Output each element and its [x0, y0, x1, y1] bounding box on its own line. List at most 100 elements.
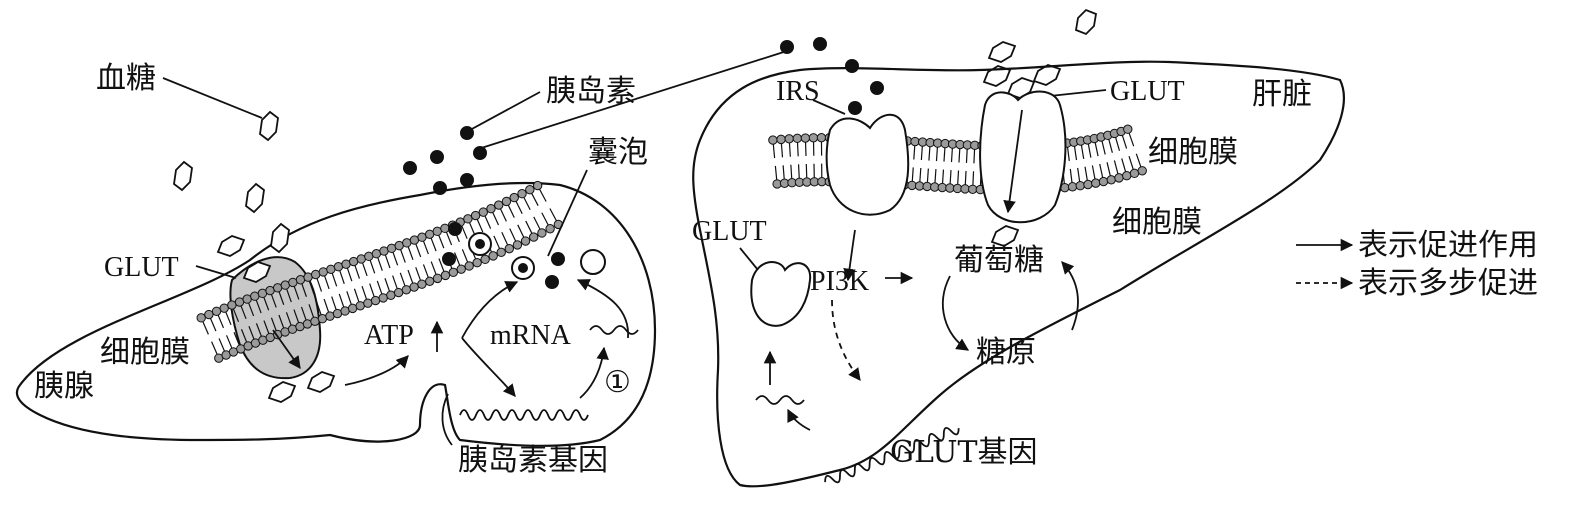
glucose-transport-arrow [1003, 109, 1023, 214]
label-liver: 肝脏 [1252, 77, 1312, 112]
glut-protein-liver-membrane [979, 90, 1067, 224]
pancreas-lipid-head [501, 196, 512, 207]
pancreas-lipid-head [363, 298, 373, 308]
pancreas-lipid-head [409, 282, 419, 292]
pancreas-lipid-head [509, 192, 519, 203]
liver-lipid-head [1122, 171, 1132, 181]
pancreas-lipid-head [486, 203, 496, 214]
pancreas-lipid-head [529, 232, 539, 242]
pancreas-lipid-head [463, 214, 473, 224]
mrna-strand-pancreas [589, 325, 639, 335]
leader-lines [162, 49, 1107, 279]
pancreas-lipid-head [470, 210, 481, 221]
glucose-molecules [173, 8, 1098, 403]
label-glut-liver-top: GLUT [1110, 76, 1185, 107]
pancreas-lipid-head [448, 267, 459, 278]
pancreas-lipid-head [480, 254, 490, 265]
pancreas-lipid-head [517, 189, 527, 199]
pancreas-lipid-head [520, 236, 531, 246]
pancreas-lipid-head [532, 180, 543, 191]
liver-lipid-head [1129, 168, 1140, 179]
legend-solid-label: 表示促进作用 [1358, 228, 1538, 263]
insulin-dots [403, 37, 884, 289]
label-insulin: 胰岛素 [546, 74, 636, 109]
label-pi3k: PI3K [810, 266, 869, 297]
label-glut-pancreas: GLUT [104, 252, 179, 283]
pancreas-lipid-head [196, 313, 206, 323]
pancreas-lipid-head [425, 276, 435, 287]
pancreas-lipid-head [472, 257, 482, 268]
pancreas-lipid-head [488, 251, 498, 261]
pancreas-lipid-head [512, 240, 523, 250]
label-membrane-liver-2: 细胞膜 [1112, 205, 1202, 240]
label-glut-liver-inner: GLUT [692, 216, 767, 247]
liver-lipid-head [1114, 173, 1124, 183]
liver-lipid-head [776, 134, 786, 145]
pancreas-lipid-head [525, 185, 535, 195]
pancreas-lipid-head [234, 297, 245, 307]
pancreas-lipid-head [393, 287, 404, 298]
label-step-one: ① [604, 365, 631, 400]
label-atp: ATP [364, 320, 414, 351]
pancreas-cell-outline [15, 181, 657, 447]
liver-lipid-head [808, 133, 819, 143]
liver-lipid-head [1137, 166, 1147, 176]
pi3k-dashed-arrow [831, 299, 861, 382]
pancreas-lipid-head [219, 303, 229, 313]
liver-lipid-head [1075, 181, 1085, 191]
pancreas-arrows [272, 279, 629, 399]
label-glycogen: 糖原 [976, 335, 1036, 370]
pancreas-lipid-head [204, 309, 214, 320]
liver-phospholipids [768, 124, 1147, 195]
glut-gene-strand [824, 427, 960, 484]
liver-lipid-head [816, 132, 827, 143]
pancreas-lipid-head [378, 293, 388, 303]
pancreas-lipid-head [456, 264, 466, 274]
glut-vesicle-leader [739, 247, 759, 271]
label-glucose: 葡萄糖 [954, 243, 1044, 278]
liver-cell-outline [692, 60, 1345, 488]
glut-protein-pancreas [229, 256, 322, 380]
insulin-gene-leader [441, 393, 453, 446]
pancreas-lipid-head [370, 295, 381, 306]
vesicle-2-core [518, 263, 528, 273]
pancreas-lipid-head [478, 207, 488, 217]
label-irs: IRS [776, 76, 820, 107]
pancreas-lipid-head [401, 285, 412, 295]
mrna-strand-liver [755, 395, 805, 405]
pancreas-lipid-head [537, 228, 547, 238]
label-blood-sugar: 血糖 [96, 61, 156, 96]
pancreas-lipid-head [211, 306, 222, 316]
label-membrane-pancreas: 细胞膜 [100, 335, 190, 370]
liver-lipid-head [768, 135, 778, 145]
vesicle-empty [580, 249, 606, 275]
pancreas-lipid-head [227, 300, 237, 310]
liver-lipid-head [784, 134, 794, 144]
label-insulin-gene: 胰岛素基因 [458, 443, 608, 478]
liver-lipid-head [1067, 182, 1078, 192]
pancreas-lipid-head [432, 273, 443, 284]
pancreas-lipid-head [417, 279, 427, 289]
pancreas-lipid-head [496, 247, 506, 258]
legend-dashed-label: 表示多步促进 [1358, 266, 1538, 301]
pancreas-lipid-head [440, 270, 451, 281]
pancreas-lipid-head [494, 200, 504, 210]
label-membrane-liver-1: 细胞膜 [1148, 135, 1238, 170]
pancreas-lipid-head [545, 224, 555, 234]
pancreas-lipid-head [432, 226, 442, 237]
label-mrna: mRNA [490, 320, 572, 351]
liver-lipid-head [1106, 175, 1116, 185]
liver-lipid-head [800, 133, 811, 143]
label-glut-gene: GLUT基因 [890, 435, 1038, 470]
liver-lipid-head [1091, 178, 1101, 188]
liver-lipid-head [1123, 124, 1133, 134]
insulin-gene-strand [459, 409, 589, 421]
irs-receptor [825, 113, 910, 216]
label-vesicle: 囊泡 [588, 135, 648, 170]
liver-lipid-head [1083, 179, 1093, 190]
pancreas-lipid-head [464, 261, 474, 271]
glut-protein-liver-vesicle [750, 261, 812, 327]
liver-lipid-head [792, 133, 803, 144]
pancreas-lipid-head [386, 290, 396, 300]
